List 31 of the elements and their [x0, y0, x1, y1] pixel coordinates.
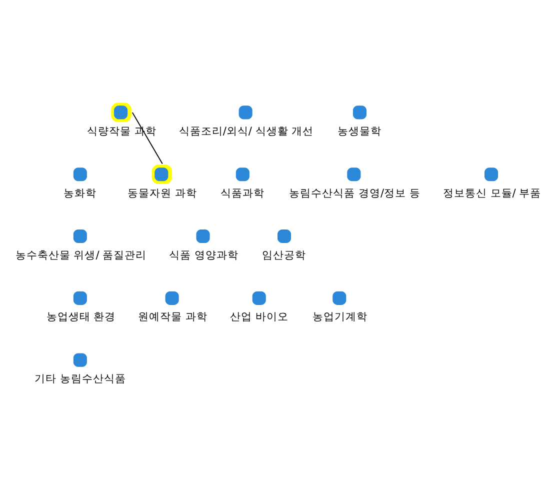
- node-label: 농림수산식품 경영/정보 등: [289, 186, 420, 200]
- node-circle: [73, 353, 87, 367]
- node-circle: [252, 291, 266, 305]
- node-circle: [165, 291, 179, 305]
- node-circle: [332, 291, 346, 305]
- node-circle: [196, 230, 210, 244]
- node-circle: [73, 230, 87, 244]
- node-label: 식품과학: [220, 186, 264, 200]
- node-circle: [352, 106, 366, 120]
- node-circle: [238, 106, 252, 120]
- node-label: 산업 바이오: [230, 310, 288, 324]
- node-circle: [111, 102, 132, 122]
- node-label: 농수축산물 위생/ 품질관리: [15, 248, 147, 262]
- node-circle: [484, 168, 498, 182]
- node-label: 정보통신 모듈/ 부품: [442, 186, 542, 200]
- node-label: 원예작물 과학: [138, 310, 208, 324]
- node-label: 임산공학: [262, 248, 306, 262]
- node-label: 농생물학: [337, 124, 382, 138]
- node-label: 식품 영양과학: [169, 248, 239, 262]
- node-circle: [73, 168, 87, 182]
- node-circle: [152, 164, 172, 184]
- node-circle: [236, 168, 250, 182]
- node-label: 농화학: [64, 186, 97, 200]
- node-label: 식품조리/외식/ 식생활 개선: [178, 124, 314, 138]
- node-label: 동물자원 과학: [128, 186, 197, 200]
- node-label: 농업생태 환경: [46, 310, 116, 324]
- node-circle: [347, 168, 361, 182]
- node-circle: [73, 291, 87, 305]
- node-circle: [278, 230, 292, 244]
- node-label: 기타 농림수산식품: [34, 372, 126, 386]
- node-label: 농업기계학: [312, 310, 368, 324]
